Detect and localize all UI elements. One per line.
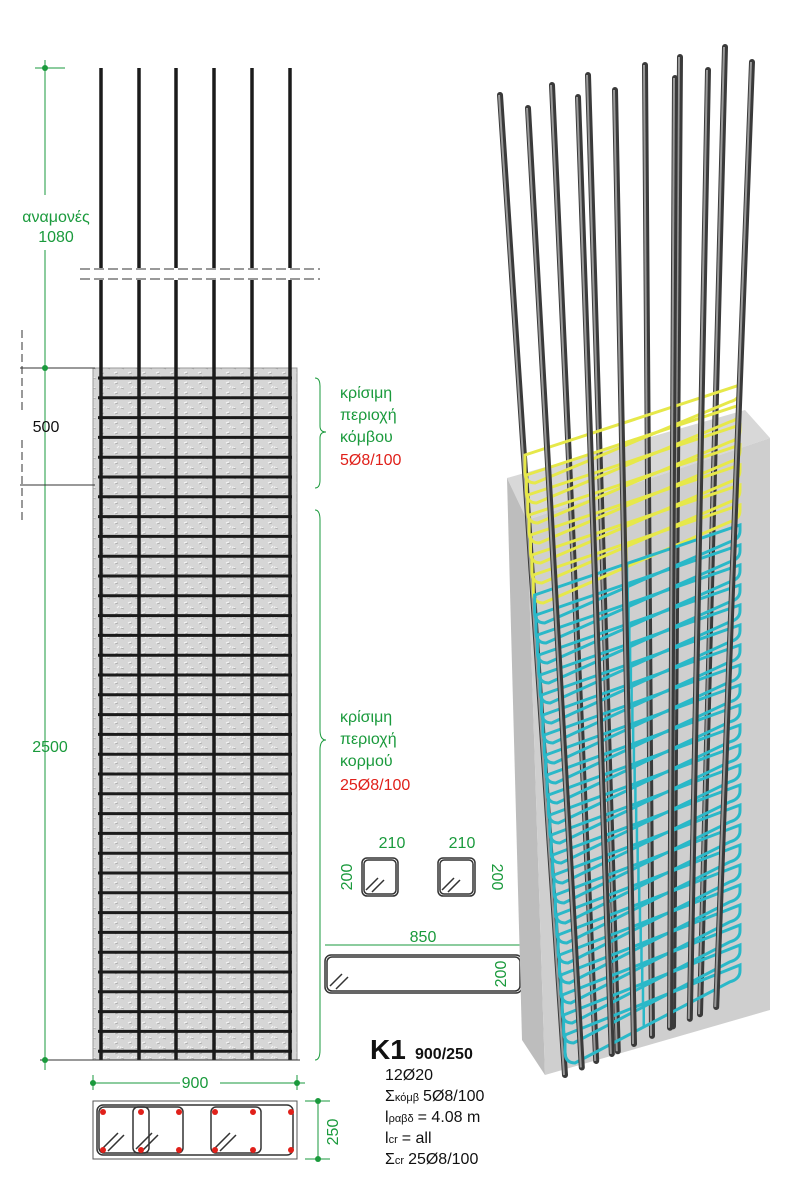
rebar-dot	[100, 1109, 106, 1115]
longitudinal-bars	[99, 68, 292, 1060]
node-zone-dimension: 500	[33, 419, 60, 436]
rebar-dot	[288, 1109, 294, 1115]
body-zone-line2: περιοχή	[340, 731, 397, 748]
stirrup2-height: 200	[488, 864, 505, 891]
rebar-dot	[288, 1147, 294, 1153]
stirrup3-width: 850	[410, 929, 437, 946]
stirrup-shape-small-1	[361, 857, 399, 897]
dimension-dots	[42, 65, 321, 1162]
column-legend: K1 900/250 12Ø20 Σκόμβ 5Ø8/100 lραβδ = 4.0…	[370, 1034, 485, 1168]
rod-highlight	[576, 96, 612, 1054]
rebar-dot	[250, 1109, 256, 1115]
column-3d-view	[497, 44, 770, 1078]
cross-section	[92, 1100, 298, 1160]
node-zone-line1: κρίσιμη	[340, 385, 392, 402]
hook	[101, 1132, 125, 1152]
break-line	[80, 268, 320, 280]
rod-highlight	[586, 74, 618, 1052]
outer-hoop	[96, 1104, 294, 1156]
sub: cr	[389, 1134, 399, 1146]
sub: cr	[395, 1155, 405, 1167]
rebar-dot	[176, 1109, 182, 1115]
starter-label: αναμονές	[22, 209, 90, 226]
rebar-dot	[212, 1147, 218, 1153]
body-zone-line3: κορμού	[340, 753, 393, 770]
sym: l	[385, 1109, 389, 1126]
rod-highlight	[498, 94, 565, 1076]
sub: κόμβ	[395, 1092, 419, 1104]
critical-length-spec: = all	[402, 1130, 432, 1147]
node-zone-line2: περιοχή	[340, 407, 397, 424]
body-zone-line1: κρίσιμη	[340, 709, 392, 726]
svg-text:lραβδ= 4.08 m: lραβδ = 4.08 m	[385, 1109, 480, 1126]
column-name: K1	[370, 1034, 406, 1065]
rod-highlight	[668, 77, 675, 1028]
stirrups-elevation	[98, 376, 292, 1053]
stirrup1-width: 210	[379, 835, 406, 852]
bars-spec: 12Ø20	[385, 1067, 433, 1084]
rod-highlight	[714, 61, 752, 1007]
sym: Σ	[385, 1088, 395, 1105]
concrete-left	[507, 478, 545, 1075]
inner-hoop	[210, 1106, 262, 1154]
sub: ραβδ	[389, 1113, 414, 1125]
rod-highlight	[526, 107, 582, 1068]
bar-length-spec: = 4.08 m	[418, 1109, 481, 1126]
rebar-dot	[138, 1109, 144, 1115]
sym: l	[385, 1130, 389, 1147]
rod-highlight	[613, 89, 634, 1044]
hook	[135, 1132, 159, 1152]
rod-highlight	[550, 84, 597, 1062]
stirrup1-height: 200	[339, 864, 356, 891]
column-elevation	[40, 68, 320, 1061]
inner-hoop	[132, 1106, 184, 1154]
inner-hoop	[98, 1106, 150, 1154]
rebar-dot	[212, 1109, 218, 1115]
rebar-dot	[250, 1147, 256, 1153]
body-zone-spec: 25Ø8/100	[340, 777, 410, 794]
critical-stirrups-spec: 25Ø8/100	[408, 1151, 478, 1168]
rebar-dot	[176, 1147, 182, 1153]
total-dimension: 2500	[32, 739, 68, 756]
stirrup2-width: 210	[449, 835, 476, 852]
stirrup3-height: 200	[493, 961, 510, 988]
rod-highlight	[687, 69, 708, 1019]
svg-text:lcr= all: lcr= all	[385, 1130, 432, 1147]
hook	[213, 1132, 237, 1152]
section-width: 900	[182, 1075, 209, 1092]
node-zone-line3: κόμβου	[340, 429, 393, 446]
rebar-dot	[100, 1147, 106, 1153]
starter-length: 1080	[38, 229, 74, 246]
rebar-dot	[138, 1147, 144, 1153]
sym: Σ	[385, 1151, 395, 1168]
dimension-lines	[20, 60, 330, 1160]
stirrup-shape-small-2	[437, 857, 476, 897]
node-stirrups-spec: 5Ø8/100	[423, 1088, 484, 1105]
node-zone-spec: 5Ø8/100	[340, 452, 401, 469]
column-dims: 900/250	[415, 1046, 473, 1063]
section-depth: 250	[325, 1119, 342, 1146]
rod-highlight	[643, 64, 652, 1036]
body-stirrup-3d	[563, 962, 742, 1065]
